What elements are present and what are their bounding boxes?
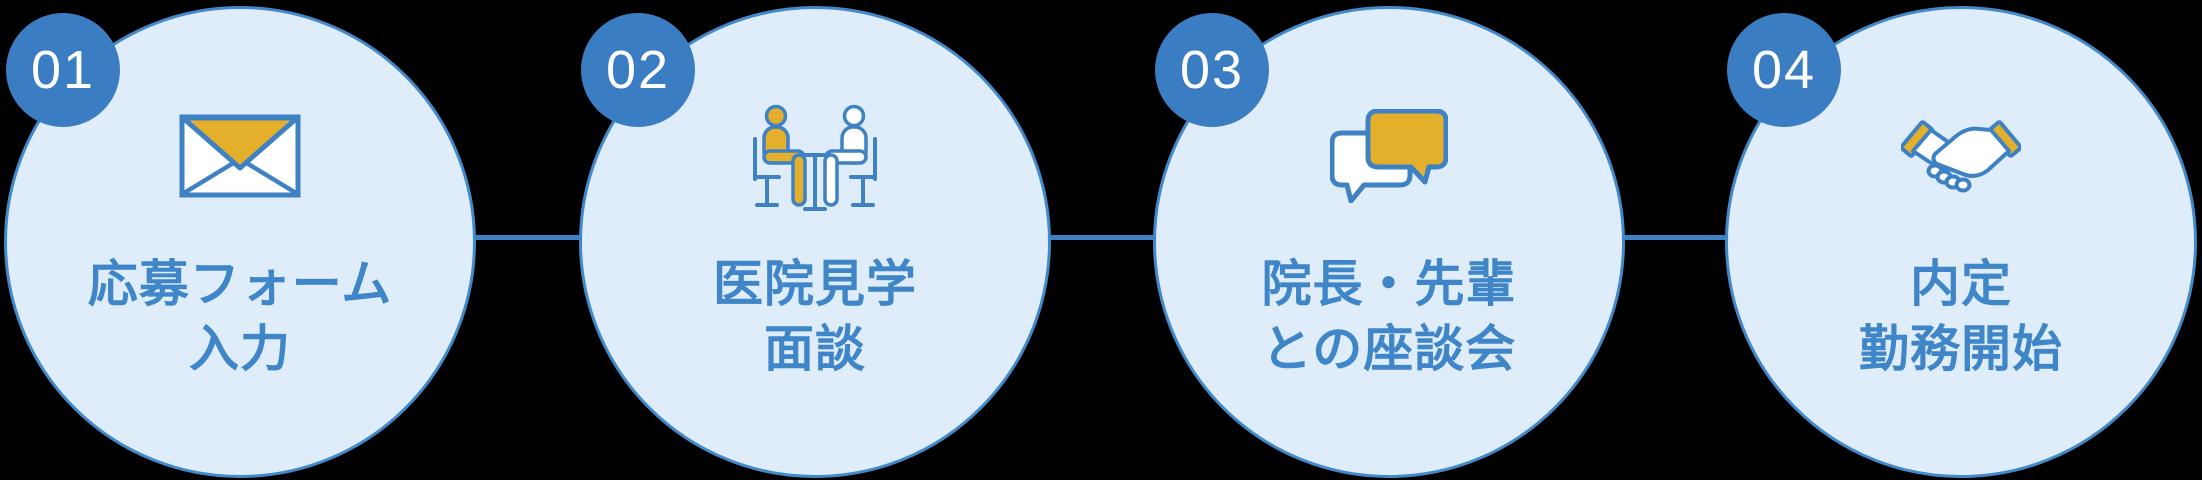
envelope-icon: [179, 114, 301, 198]
step-1-number: 01: [30, 40, 96, 100]
step-3-label-line-1: 院長・先輩: [1261, 256, 1517, 312]
step-2-number: 02: [605, 40, 671, 100]
step-3-label: 院長・先輩 との座談会: [1156, 252, 1622, 382]
step-1-circle: 01 応募フォーム 入力: [4, 6, 476, 478]
step-1-label: 応募フォーム 入力: [7, 252, 473, 382]
step-3-circle: 03 院長・先輩 との座談会: [1153, 6, 1625, 478]
step-3-number: 03: [1179, 40, 1245, 100]
step-4-label: 内定 勤務開始: [1728, 252, 2194, 382]
handshake-icon: [1901, 119, 2021, 195]
interview-icon: [749, 103, 881, 219]
step-3-number-badge: 03: [1155, 13, 1269, 127]
step-2-number-badge: 02: [581, 13, 695, 127]
step-4-circle: 04: [1725, 6, 2197, 478]
step-4-number: 04: [1751, 40, 1817, 100]
step-2-label-line-2: 面談: [764, 321, 866, 377]
step-4-label-line-1: 内定: [1910, 256, 2012, 312]
step-1-label-line-1: 応募フォーム: [87, 256, 393, 312]
step-4-number-badge: 04: [1727, 13, 1841, 127]
step-3-label-line-2: との座談会: [1261, 321, 1517, 377]
step-2-label-line-1: 医院見学: [713, 256, 917, 312]
step-2-circle: 02: [579, 6, 1051, 478]
chat-bubbles-icon: [1330, 109, 1448, 203]
step-1-label-line-2: 入力: [189, 321, 291, 377]
step-1-number-badge: 01: [6, 13, 120, 127]
step-4-label-line-2: 勤務開始: [1859, 321, 2063, 377]
step-2-label: 医院見学 面談: [582, 252, 1048, 382]
flow-connector-line: [240, 235, 1961, 240]
